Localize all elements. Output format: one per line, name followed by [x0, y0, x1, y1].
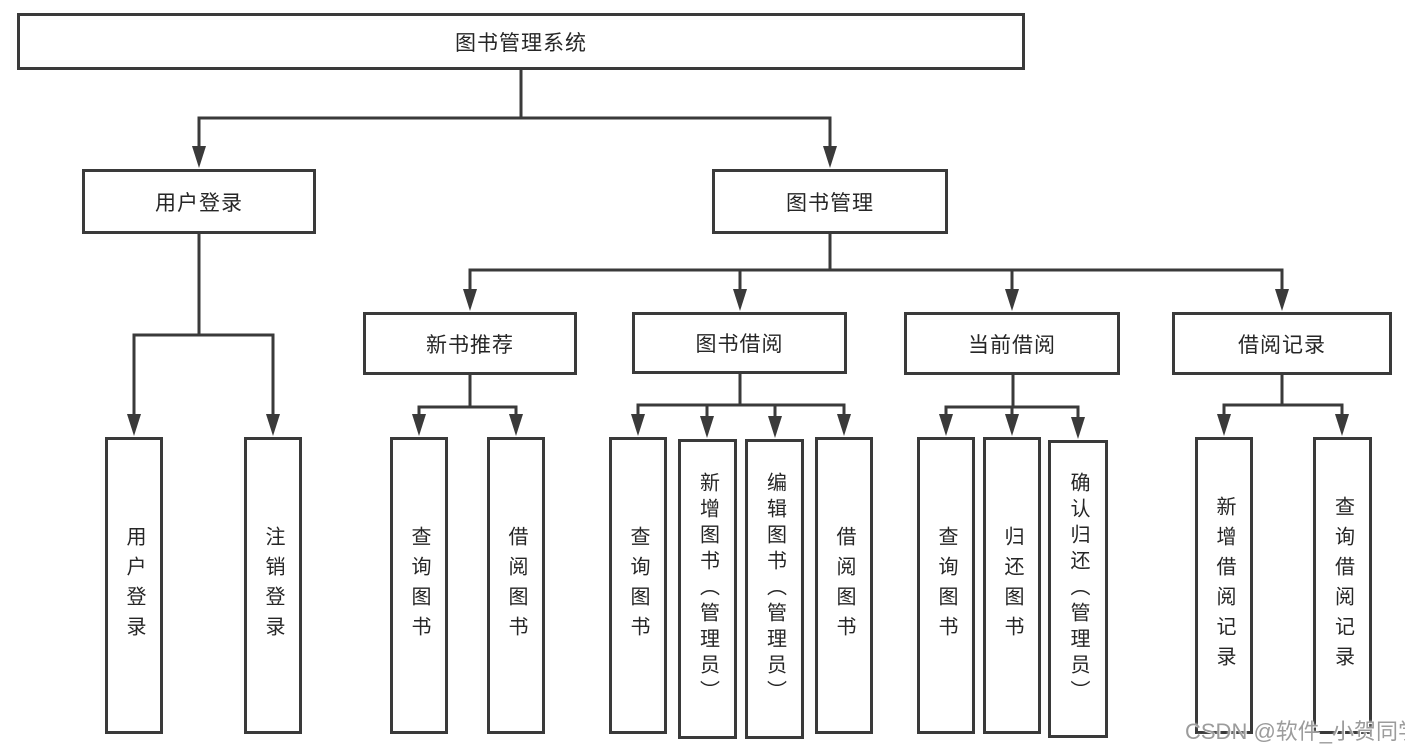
node-label: 归还图书	[1001, 525, 1023, 646]
node-label: 当前借阅	[968, 333, 1056, 357]
node-label: 图书借阅	[695, 333, 784, 356]
leaf-query-borrow-record: 查询借阅记录	[1313, 437, 1372, 734]
leaf-borrow-books-recommend: 借阅图书	[487, 437, 545, 734]
leaf-query-books-recommend: 查询图书	[390, 437, 448, 734]
node-label: 新书推荐	[426, 333, 514, 357]
node-label: 查询图书	[935, 525, 957, 646]
node-label: 注销登录	[262, 525, 284, 646]
node-label: 查询图书	[627, 525, 649, 646]
node-label: 借阅图书	[833, 525, 855, 646]
node-book-management: 图书管理	[712, 169, 948, 234]
node-label: 查询图书	[408, 525, 430, 646]
node-new-book-recommend: 新书推荐	[363, 312, 577, 375]
node-library-system: 图书管理系统	[17, 13, 1025, 70]
leaf-add-books-admin: 新增图书（管理员）	[678, 439, 737, 739]
node-book-borrow: 图书借阅	[632, 312, 847, 374]
node-label: 图书管理系统	[455, 31, 587, 55]
leaf-confirm-return-admin: 确认归还（管理员）	[1048, 440, 1108, 738]
node-label: 图书管理	[786, 191, 874, 215]
node-label: 确认归还（管理员）	[1067, 472, 1089, 706]
node-label: 新增图书（管理员）	[696, 472, 719, 706]
leaf-query-books-current: 查询图书	[917, 437, 975, 734]
leaf-user-login: 用户登录	[105, 437, 163, 734]
node-label: 借阅图书	[505, 525, 527, 646]
leaf-query-books: 查询图书	[609, 437, 667, 734]
csdn-watermark: CSDN @软件_小贺同学	[1185, 719, 1405, 744]
node-label: 用户登录	[155, 191, 243, 215]
node-current-borrow: 当前借阅	[904, 312, 1120, 375]
leaf-logout: 注销登录	[244, 437, 302, 734]
node-label: 新增借阅记录	[1213, 495, 1235, 676]
leaf-edit-books-admin: 编辑图书（管理员）	[745, 439, 804, 739]
node-label: 用户登录	[123, 525, 145, 646]
node-borrow-records: 借阅记录	[1172, 312, 1392, 375]
arrowheads	[127, 146, 1349, 439]
node-label: 查询借阅记录	[1331, 495, 1354, 676]
leaf-add-borrow-record: 新增借阅记录	[1195, 437, 1253, 734]
leaf-borrow-books: 借阅图书	[815, 437, 873, 734]
node-label: 借阅记录	[1238, 333, 1326, 357]
node-label: 编辑图书（管理员）	[763, 472, 786, 706]
leaf-return-books: 归还图书	[983, 437, 1041, 734]
node-user-login: 用户登录	[82, 169, 316, 234]
